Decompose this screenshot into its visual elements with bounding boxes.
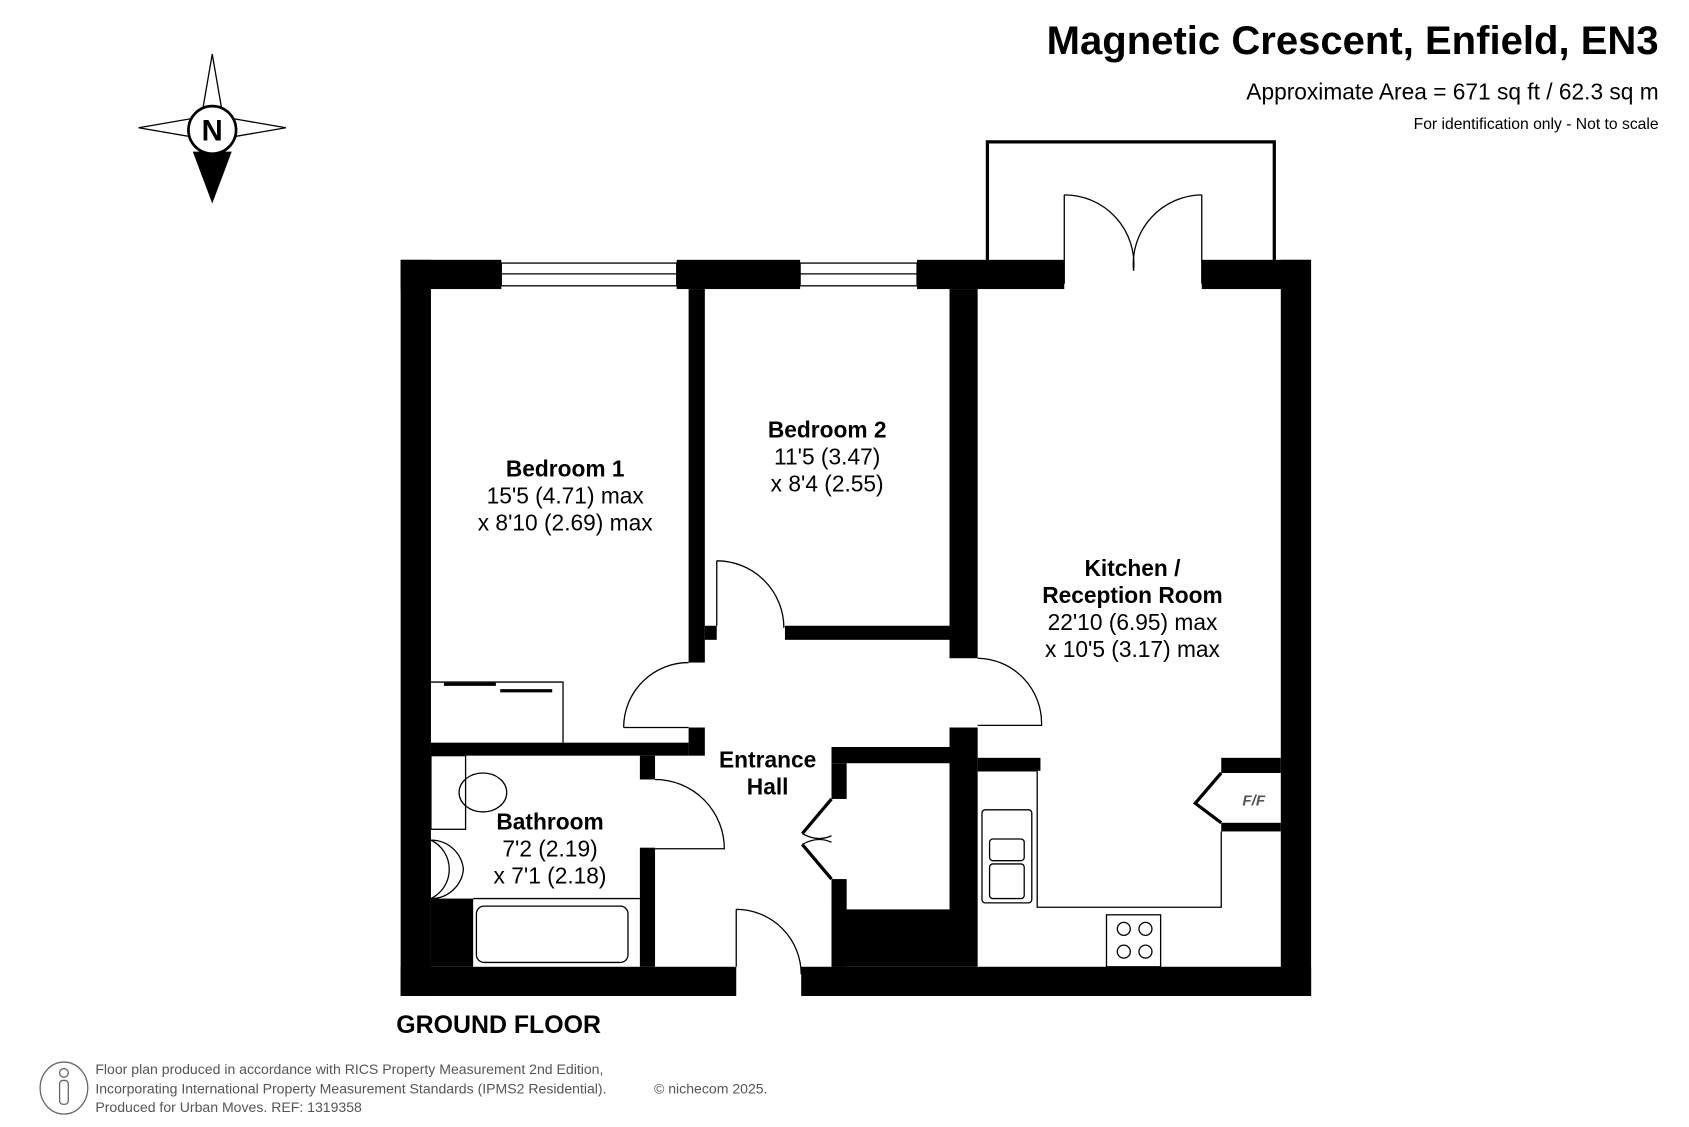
compass-icon: N (138, 54, 286, 204)
walls (400, 259, 1312, 997)
svg-text:x 8'4 (2.55): x 8'4 (2.55) (771, 471, 884, 497)
approximate-area: Approximate Area = 671 sq ft / 62.3 sq m (1246, 79, 1658, 105)
svg-text:Hall: Hall (747, 774, 789, 800)
svg-text:15'5 (4.71) max: 15'5 (4.71) max (487, 482, 645, 508)
svg-text:x 7'1 (2.18): x 7'1 (2.18) (494, 862, 607, 888)
windows (500, 262, 918, 287)
svg-text:Bedroom 2: Bedroom 2 (768, 416, 887, 442)
room-bathroom: Bathroom 7'2 (2.19) x 7'1 (2.18) (494, 808, 607, 888)
svg-text:Bathroom: Bathroom (496, 808, 603, 834)
svg-text:11'5 (3.47): 11'5 (3.47) (774, 443, 880, 469)
footer-line-1: Floor plan produced in accordance with R… (95, 1061, 603, 1077)
compass-north-label: N (202, 116, 223, 148)
footer-line-3: Produced for Urban Moves. REF: 1319358 (95, 1099, 362, 1115)
svg-text:7'2 (2.19): 7'2 (2.19) (502, 835, 597, 861)
svg-text:Entrance: Entrance (719, 747, 816, 773)
room-kitchen-reception: Kitchen / Reception Room 22'10 (6.95) ma… (1042, 555, 1223, 662)
svg-text:Kitchen /: Kitchen / (1085, 555, 1182, 581)
svg-text:x 10'5 (3.17) max: x 10'5 (3.17) max (1045, 636, 1220, 662)
svg-text:Bedroom 1: Bedroom 1 (506, 455, 625, 481)
footer-copyright: © nichecom 2025. (654, 1080, 768, 1096)
room-bedroom-1: Bedroom 1 15'5 (4.71) max x 8'10 (2.69) … (478, 455, 653, 535)
info-icon (39, 1061, 89, 1115)
property-title: Magnetic Crescent, Enfield, EN3 (1047, 19, 1659, 63)
fixtures: F/F (430, 681, 1266, 968)
balcony-outline (985, 140, 1276, 260)
doors (622, 194, 1223, 975)
fridge-freezer-label: F/F (1242, 792, 1265, 809)
room-entrance-hall: Entrance Hall (719, 747, 816, 800)
floor-label: GROUND FLOOR (396, 1011, 601, 1039)
scale-note: For identification only - Not to scale (1414, 116, 1659, 133)
footer-line-2: Incorporating International Property Mea… (95, 1080, 606, 1096)
svg-text:Reception Room: Reception Room (1042, 582, 1223, 608)
svg-text:22'10 (6.95) max: 22'10 (6.95) max (1048, 609, 1218, 635)
room-bedroom-2: Bedroom 2 11'5 (3.47) x 8'4 (2.55) (768, 416, 887, 496)
svg-text:x 8'10 (2.69) max: x 8'10 (2.69) max (478, 509, 653, 535)
